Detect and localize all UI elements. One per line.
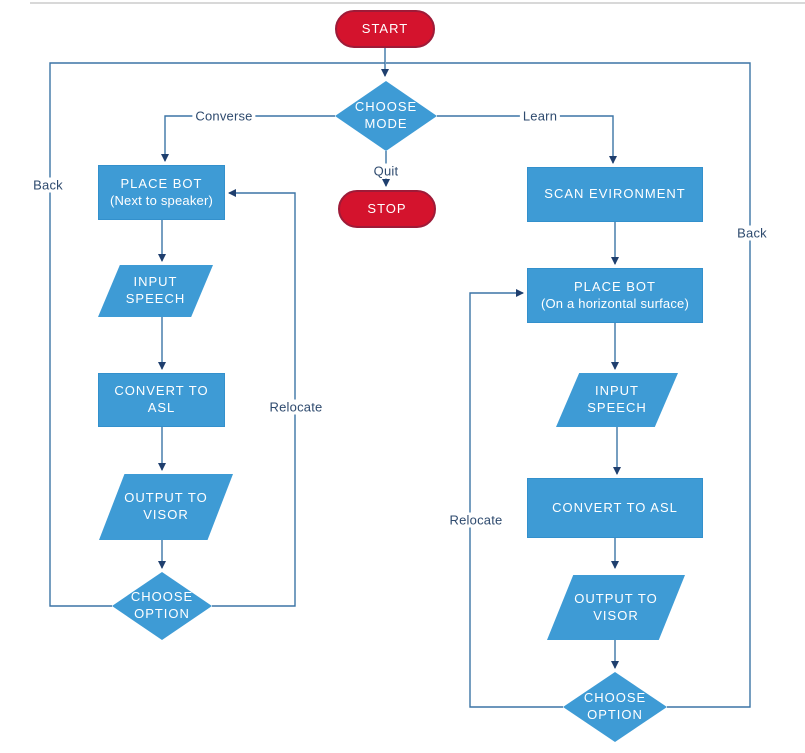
edge-label-converse: Converse [192,108,256,124]
node-left-place-bot: PLACE BOT (Next to speaker) [98,165,225,220]
node-left-place-bot-label: PLACE BOT [120,175,203,191]
edge-back-left [49,62,385,607]
edge-label-quit: Quit [370,163,402,179]
edge-label-learn: Learn [519,108,561,124]
node-scan-environment: SCAN EVIRONMENT [527,167,703,222]
edge-label-back-right: Back [734,225,770,241]
node-right-place-bot: PLACE BOT (On a horizontal surface) [527,268,703,323]
node-left-input-speech: INPUT SPEECH [98,265,213,317]
node-start: START [335,10,435,48]
page-edge-line [30,2,805,4]
node-left-output-visor: OUTPUT TO VISOR [99,474,233,540]
edge-relocate-right [469,289,563,708]
node-left-place-bot-sublabel: (Next to speaker) [109,192,214,208]
edge-back-right [386,62,751,708]
edge-label-relocate-left: Relocate [266,399,326,415]
node-right-place-bot-label: PLACE BOT [574,278,656,294]
edge-converse [161,115,335,162]
edge-learn [437,115,617,164]
node-right-input-speech: INPUT SPEECH [556,373,678,427]
node-left-convert-asl: CONVERT TO ASL [98,373,225,427]
node-right-convert-asl: CONVERT TO ASL [527,478,703,538]
node-right-output-visor: OUTPUT TO VISOR [547,575,685,640]
node-right-place-bot-sublabel: (On a horizontal surface) [540,295,690,311]
edge-label-relocate-right: Relocate [446,512,506,528]
node-stop: STOP [338,190,436,228]
edge-label-back-left: Back [30,177,66,193]
